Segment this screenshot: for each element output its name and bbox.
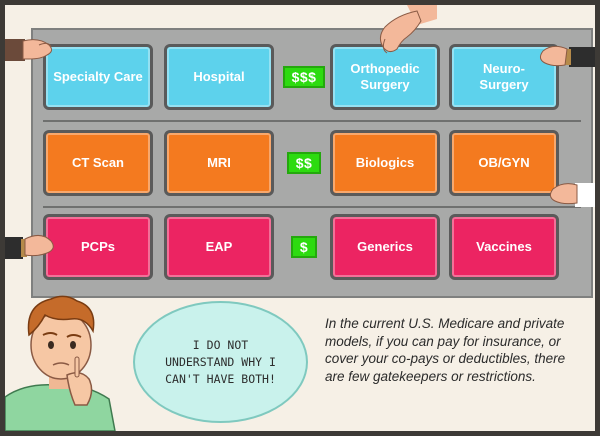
options-board: Specialty Care Hospital $$$ Orthopedic S… — [31, 28, 593, 298]
price-tag-high: $$$ — [283, 66, 325, 88]
tile-eap: EAP — [164, 214, 274, 280]
price-tag-low: $ — [291, 236, 317, 258]
tile-generics: Generics — [330, 214, 440, 280]
hand-icon — [549, 183, 595, 207]
tile-orthopedic-surgery: Orthopedic Surgery — [330, 44, 440, 110]
row-divider — [43, 120, 581, 122]
tile-pcps: PCPs — [43, 214, 153, 280]
hand-icon — [539, 45, 595, 67]
speech-bubble: I DO NOT UNDERSTAND WHY I CAN'T HAVE BOT… — [133, 301, 308, 423]
tile-biologics: Biologics — [330, 130, 440, 196]
tile-specialty-care: Specialty Care — [43, 44, 153, 110]
infographic-frame: Specialty Care Hospital $$$ Orthopedic S… — [5, 5, 595, 431]
hand-icon — [5, 39, 53, 61]
tile-ob-gyn: OB/GYN — [449, 130, 559, 196]
tile-ct-scan: CT Scan — [43, 130, 153, 196]
price-tag-medium: $$ — [287, 152, 321, 174]
tile-vaccines: Vaccines — [449, 214, 559, 280]
caption-text: In the current U.S. Medicare and private… — [325, 316, 566, 384]
hand-icon — [379, 5, 437, 54]
confused-person-illustration — [5, 295, 116, 431]
tile-mri: MRI — [164, 130, 274, 196]
row-divider — [43, 206, 581, 208]
hand-icon — [5, 235, 54, 259]
tile-hospital: Hospital — [164, 44, 274, 110]
